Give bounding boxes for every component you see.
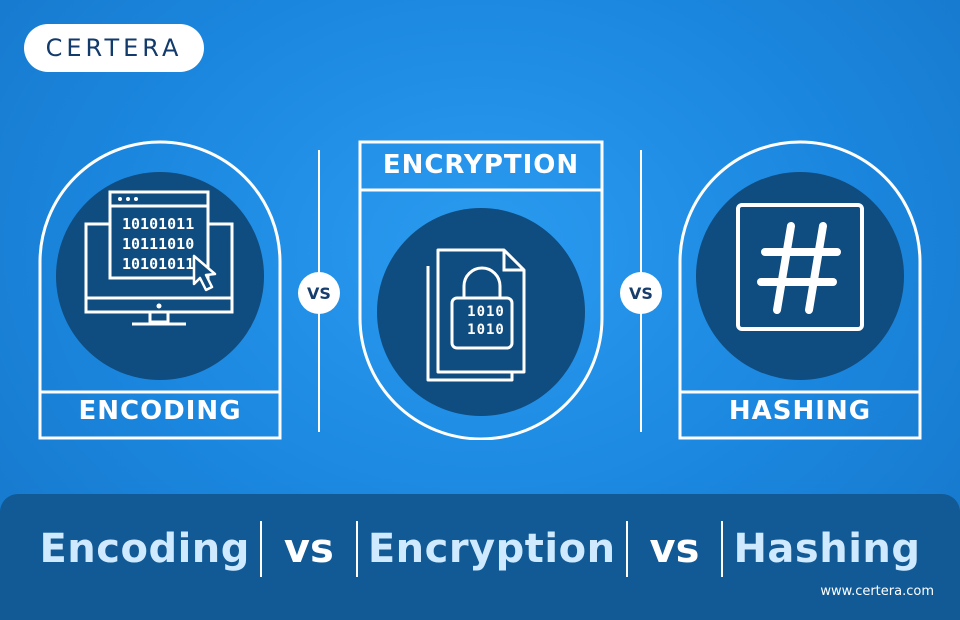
- footer-vs: vs: [283, 526, 334, 572]
- footer-word-encryption: Encryption: [367, 526, 616, 572]
- encryption-binary-text: 1010 1010: [456, 303, 516, 339]
- footer-word-encoding: Encoding: [39, 526, 250, 572]
- binary-line: 10111010: [122, 235, 195, 253]
- footer-word-hashing: Hashing: [733, 526, 921, 572]
- hashing-panel: HASHING: [678, 140, 922, 440]
- binary-line: 10101011: [122, 255, 195, 273]
- locked-document-icon: [426, 248, 526, 382]
- footer-separator: [625, 521, 628, 577]
- encryption-panel: ENCRYPTION 1010 1010: [358, 140, 604, 440]
- footer-url: www.certera.com: [820, 584, 934, 599]
- encoding-binary-text: 10101011 10111010 10101011: [122, 214, 222, 274]
- footer-band: [0, 494, 960, 620]
- vs-badge-right: VS: [620, 272, 662, 314]
- hash-icon: [736, 203, 864, 331]
- logo-wordmark: CERTERA: [45, 34, 183, 62]
- hashing-label: HASHING: [728, 396, 872, 426]
- footer-title: Encoding vs Encryption vs Hashing: [0, 514, 960, 584]
- footer-separator: [355, 521, 358, 577]
- monitor-binary-icon: [84, 190, 234, 326]
- vs-badge-left: VS: [298, 272, 340, 314]
- binary-line: 1010: [467, 304, 505, 320]
- encryption-label: ENCRYPTION: [382, 150, 580, 180]
- certera-logo: CERTERA: [24, 24, 204, 72]
- binary-line: 10101011: [122, 215, 195, 233]
- binary-line: 1010: [467, 322, 505, 338]
- encoding-label: ENCODING: [78, 396, 242, 426]
- footer-separator: [721, 521, 724, 577]
- footer-vs: vs: [649, 526, 700, 572]
- encoding-panel: 10101011 10111010 10101011 ENCODING: [38, 140, 282, 440]
- footer-separator: [259, 521, 262, 577]
